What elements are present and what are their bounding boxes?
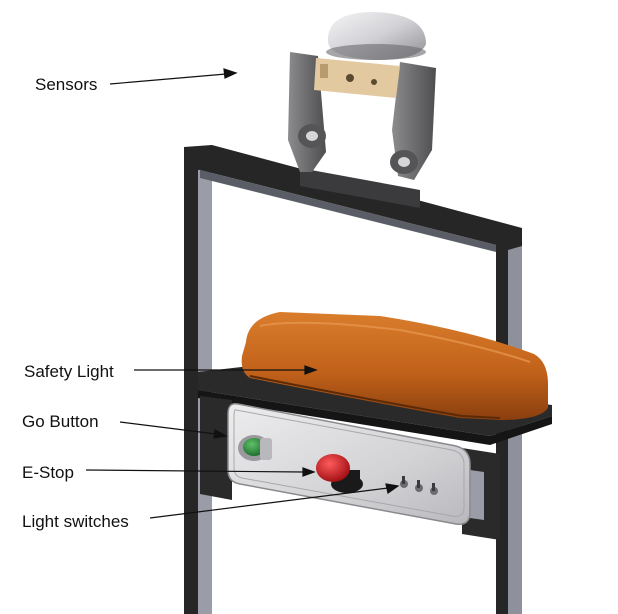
safety-light-label: Safety Light <box>24 362 114 381</box>
sensors-arrowhead <box>224 69 236 78</box>
sensors-leader <box>110 74 226 84</box>
go-button <box>238 435 272 461</box>
e-stop-label: E-Stop <box>22 463 74 482</box>
sensor-dome <box>326 12 426 60</box>
go-button-label: Go Button <box>22 412 99 431</box>
sensor-mount <box>288 52 436 208</box>
light-switches-label: Light switches <box>22 512 129 531</box>
sensors-label: Sensors <box>35 75 97 94</box>
